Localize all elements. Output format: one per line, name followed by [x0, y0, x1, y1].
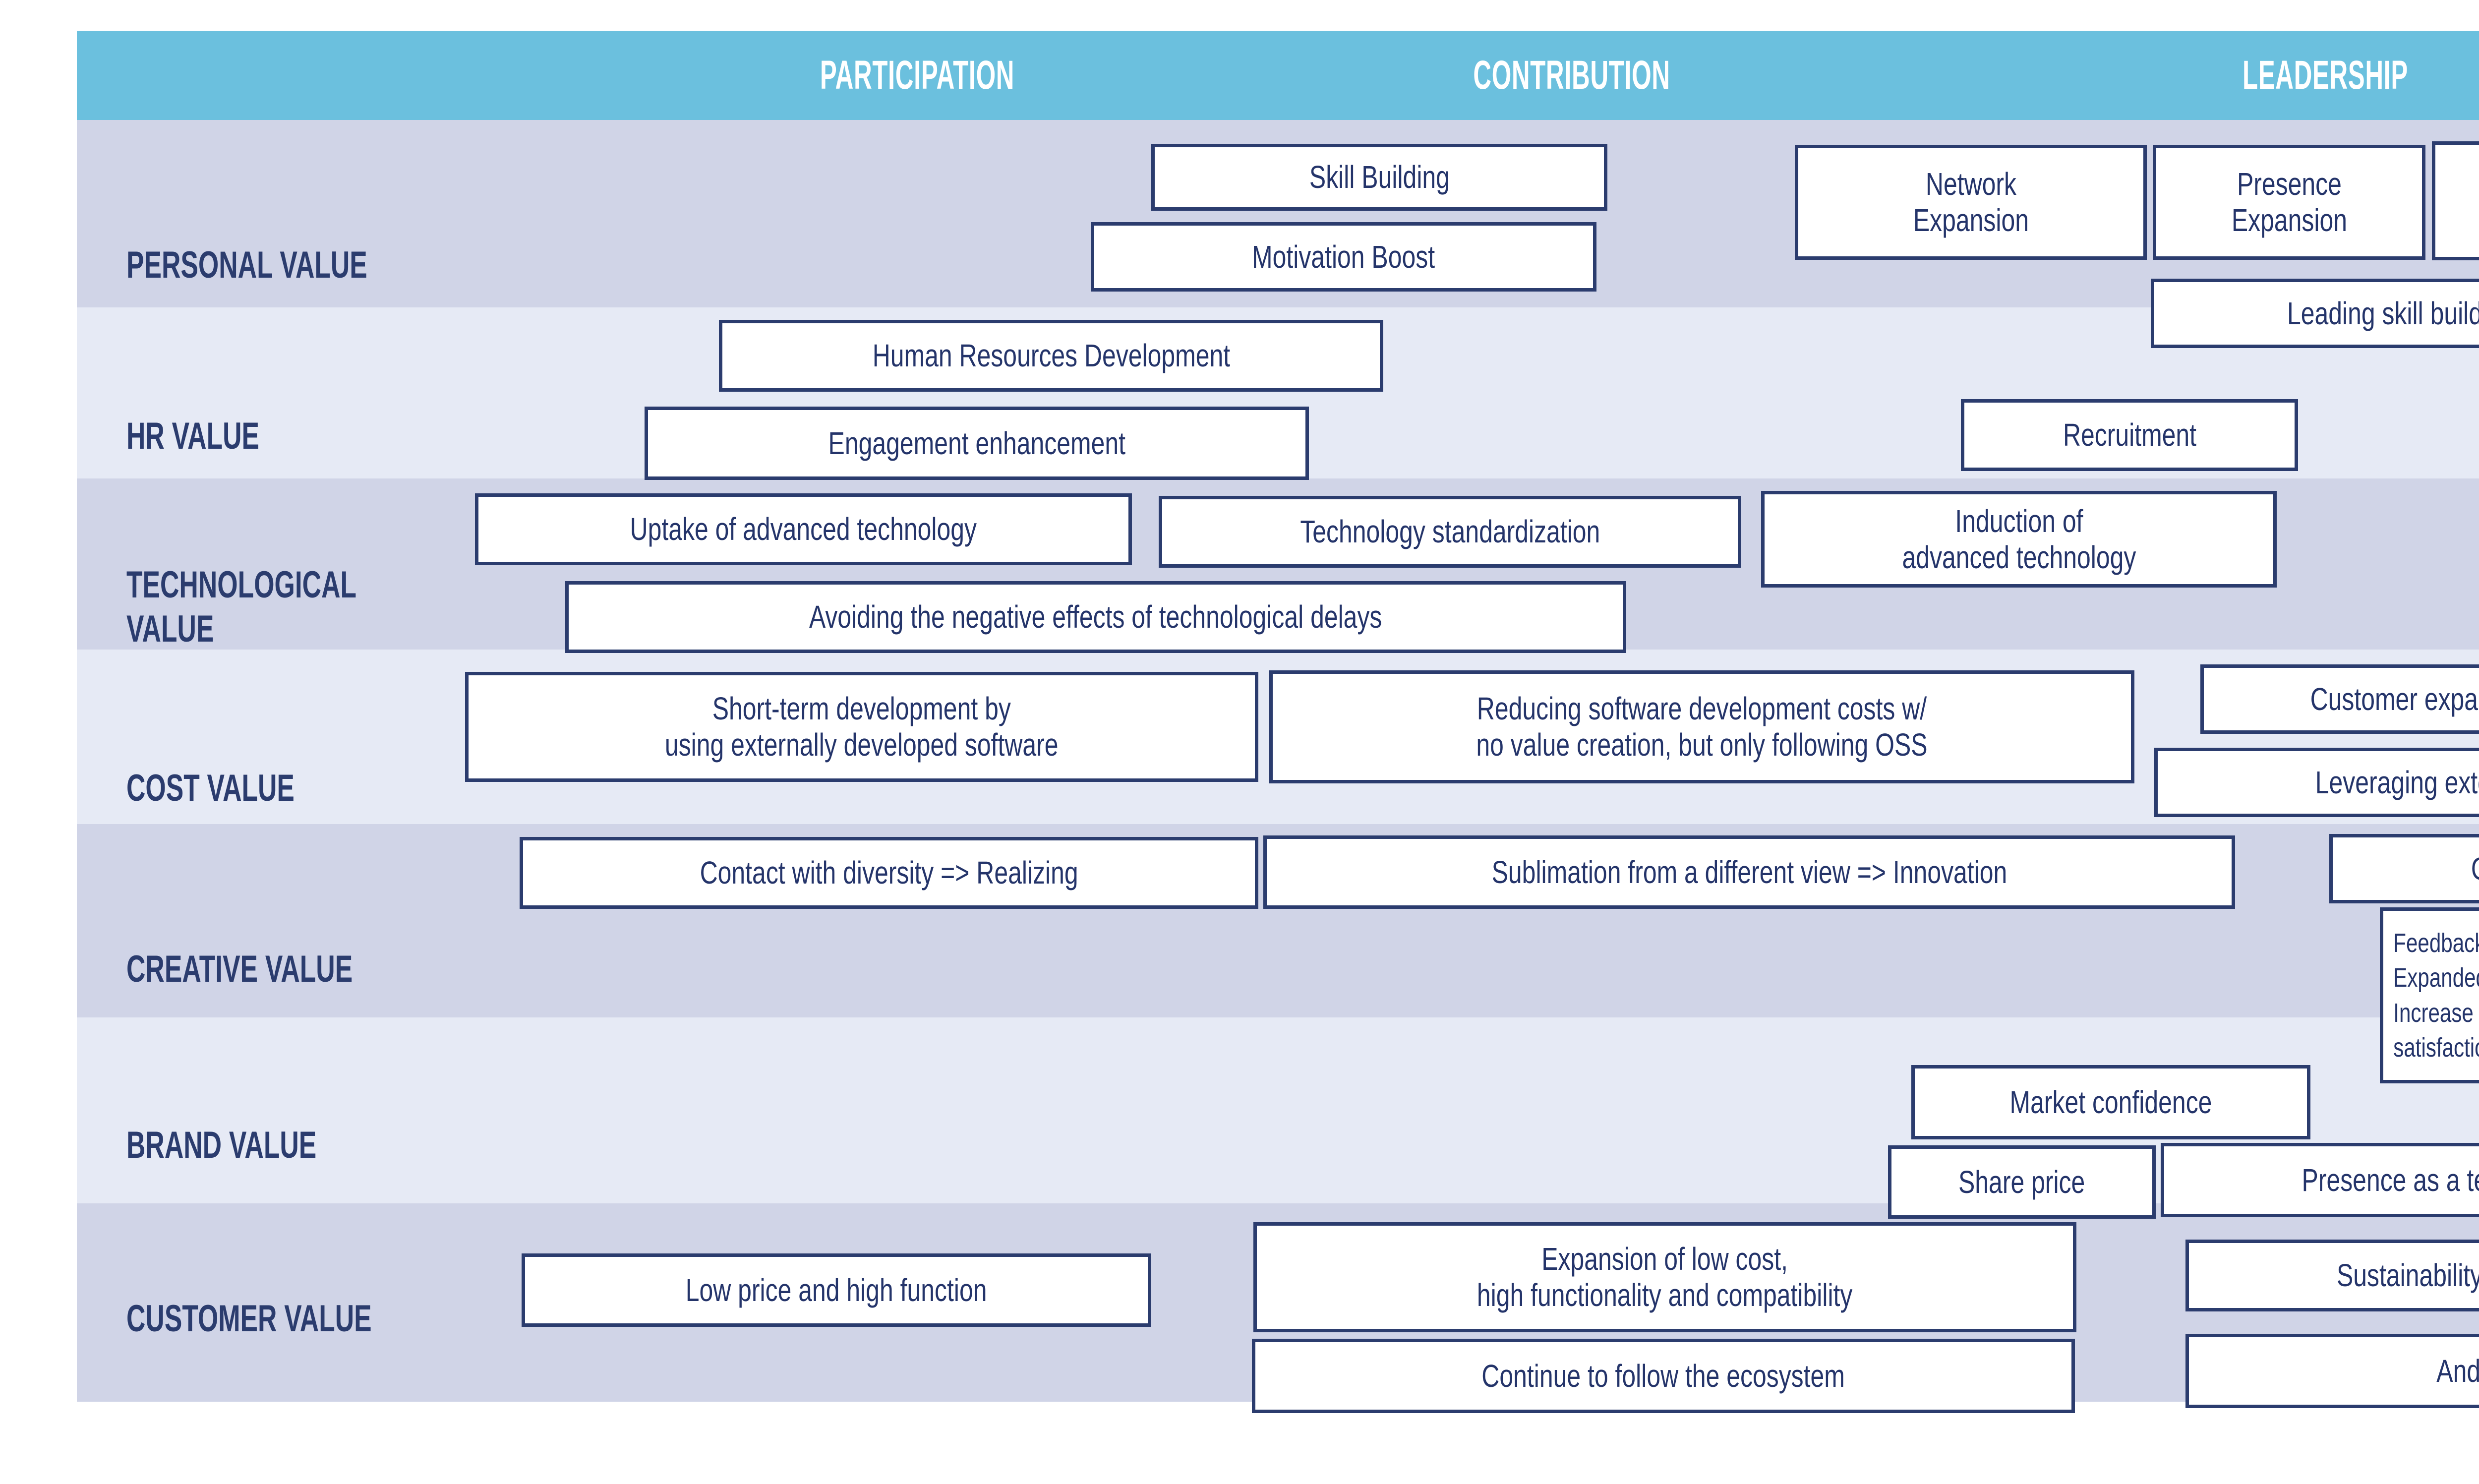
row-label-brand: BRAND VALUE	[126, 1078, 316, 1167]
cell-gathering-info[interactable]: Gathering info/etc automatically	[2432, 141, 2479, 260]
cell-reducing-sw-dev-costs-text: Reducing software development costs w/ n…	[1476, 691, 1928, 763]
column-header-participation: PARTICIPATION	[656, 31, 1179, 120]
column-header-contribution: CONTRIBUTION	[1310, 31, 1833, 120]
cell-human-resources-development-text: Human Resources Development	[872, 338, 1230, 374]
row-label-hr: HR VALUE	[126, 369, 259, 458]
cell-presence-expansion[interactable]: Presence Expansion	[2153, 145, 2425, 260]
cell-short-term-development[interactable]: Short-term development by using external…	[465, 672, 1258, 782]
cell-skill-building-text: Skill Building	[1309, 159, 1450, 195]
cell-feedback-expanded-usage-text: Feedback, Expanded usage, Increase custo…	[2393, 928, 2479, 1063]
row-label-customer-text: CUSTOMER VALUE	[126, 1297, 372, 1340]
cell-leading-skill-building-text: Leading skill building	[2287, 295, 2479, 331]
row-label-technological-text: TECHNOLOGICAL VALUE	[126, 563, 357, 651]
row-label-brand-text: BRAND VALUE	[126, 1124, 317, 1166]
cell-presence-as-technology-company[interactable]: Presence as a technology company	[2161, 1143, 2479, 1217]
cell-motivation-boost-text: Motivation Boost	[1252, 238, 1435, 275]
cell-contact-with-diversity-text: Contact with diversity => Realizing	[700, 855, 1078, 891]
row-label-technological: TECHNOLOGICAL VALUE	[126, 518, 356, 652]
cell-feedback-expanded-usage[interactable]: Feedback, Expanded usage, Increase custo…	[2380, 907, 2479, 1083]
cell-technology-standardization-text: Technology standardization	[1300, 514, 1600, 550]
cell-uptake-advanced-technology-text: Uptake of advanced technology	[630, 511, 977, 547]
cell-share-price-text: Share price	[1958, 1164, 2085, 1200]
row-label-cost-text: COST VALUE	[126, 767, 295, 809]
column-header-band	[77, 31, 2479, 120]
cell-reducing-sw-dev-costs[interactable]: Reducing software development costs w/ n…	[1269, 670, 2134, 783]
cell-motivation-boost[interactable]: Motivation Boost	[1091, 222, 1596, 292]
cell-human-resources-development[interactable]: Human Resources Development	[719, 320, 1383, 392]
row-label-creative-text: CREATIVE VALUE	[126, 948, 353, 990]
cell-recruitment[interactable]: Recruitment	[1961, 399, 2298, 471]
cell-sustainability-service-product[interactable]: Sustainability of service/product	[2185, 1240, 2479, 1311]
cell-presence-expansion-text: Presence Expansion	[2231, 166, 2347, 238]
cell-leading-skill-building[interactable]: Leading skill building	[2151, 279, 2479, 348]
row-label-hr-text: HR VALUE	[126, 415, 259, 457]
row-label-customer: CUSTOMER VALUE	[126, 1252, 372, 1341]
column-header-leadership-label: LEADERSHIP	[2243, 53, 2408, 98]
cell-market-confidence-text: Market confidence	[2009, 1084, 2212, 1120]
cell-market-confidence[interactable]: Market confidence	[1911, 1065, 2310, 1139]
cell-continue-follow-ecosystem[interactable]: Continue to follow the ecosystem	[1252, 1339, 2075, 1413]
cell-expansion-of-low-cost-text: Expansion of low cost, high functionalit…	[1477, 1241, 1853, 1313]
column-header-leadership: LEADERSHIP	[2064, 31, 2479, 120]
cell-customer-expansion-text: Customer expansion	[2310, 681, 2479, 717]
row-label-cost: COST VALUE	[126, 721, 295, 810]
cell-sublimation-different-view-text: Sublimation from a different view => Inn…	[1491, 854, 2007, 890]
row-label-personal: PERSONAL VALUE	[126, 198, 367, 287]
cell-gaining-community[interactable]: Gaining Community	[2329, 834, 2479, 903]
cell-gaining-community-text: Gaining Community	[2471, 851, 2479, 887]
cell-network-expansion-text: Network Expansion	[1913, 166, 2029, 238]
cell-low-price-high-function[interactable]: Low price and high function	[522, 1253, 1151, 1327]
cell-technology-standardization[interactable]: Technology standardization	[1159, 496, 1741, 568]
cell-avoiding-negative-effects[interactable]: Avoiding the negative effects of technol…	[565, 581, 1626, 653]
cell-share-price[interactable]: Share price	[1888, 1145, 2156, 1219]
cell-and-more[interactable]: And more???	[2185, 1334, 2479, 1408]
cell-low-price-high-function-text: Low price and high function	[686, 1272, 987, 1308]
cell-and-more-text: And more???	[2436, 1353, 2479, 1389]
cell-expansion-of-low-cost[interactable]: Expansion of low cost, high functionalit…	[1253, 1222, 2076, 1332]
cell-uptake-advanced-technology[interactable]: Uptake of advanced technology	[475, 493, 1132, 565]
row-label-creative: CREATIVE VALUE	[126, 902, 353, 991]
cell-leveraging-external-resources[interactable]: Leveraging external resources	[2154, 748, 2479, 817]
cell-sublimation-different-view[interactable]: Sublimation from a different view => Inn…	[1263, 835, 2235, 909]
cell-skill-building[interactable]: Skill Building	[1151, 144, 1607, 211]
cell-engagement-enhancement[interactable]: Engagement enhancement	[645, 407, 1309, 480]
cell-sustainability-service-product-text: Sustainability of service/product	[2337, 1257, 2479, 1294]
cell-recruitment-text: Recruitment	[2063, 417, 2196, 453]
column-header-contribution-label: CONTRIBUTION	[1473, 53, 1670, 98]
cell-customer-expansion[interactable]: Customer expansion	[2200, 664, 2479, 734]
cell-continue-follow-ecosystem-text: Continue to follow the ecosystem	[1481, 1358, 1845, 1394]
column-header-participation-label: PARTICIPATION	[820, 53, 1015, 98]
cell-presence-as-technology-company-text: Presence as a technology company	[2302, 1162, 2479, 1198]
row-label-personal-text: PERSONAL VALUE	[126, 243, 367, 286]
cell-induction-advanced-technology[interactable]: Induction of advanced technology	[1761, 491, 2277, 588]
cell-leveraging-external-resources-text: Leveraging external resources	[2315, 764, 2479, 800]
cell-short-term-development-text: Short-term development by using external…	[665, 691, 1059, 763]
cell-network-expansion[interactable]: Network Expansion	[1795, 145, 2147, 260]
cell-avoiding-negative-effects-text: Avoiding the negative effects of technol…	[809, 599, 1382, 635]
cell-induction-advanced-technology-text: Induction of advanced technology	[1902, 503, 2136, 575]
cell-engagement-enhancement-text: Engagement enhancement	[828, 425, 1125, 461]
cell-contact-with-diversity[interactable]: Contact with diversity => Realizing	[520, 837, 1258, 909]
